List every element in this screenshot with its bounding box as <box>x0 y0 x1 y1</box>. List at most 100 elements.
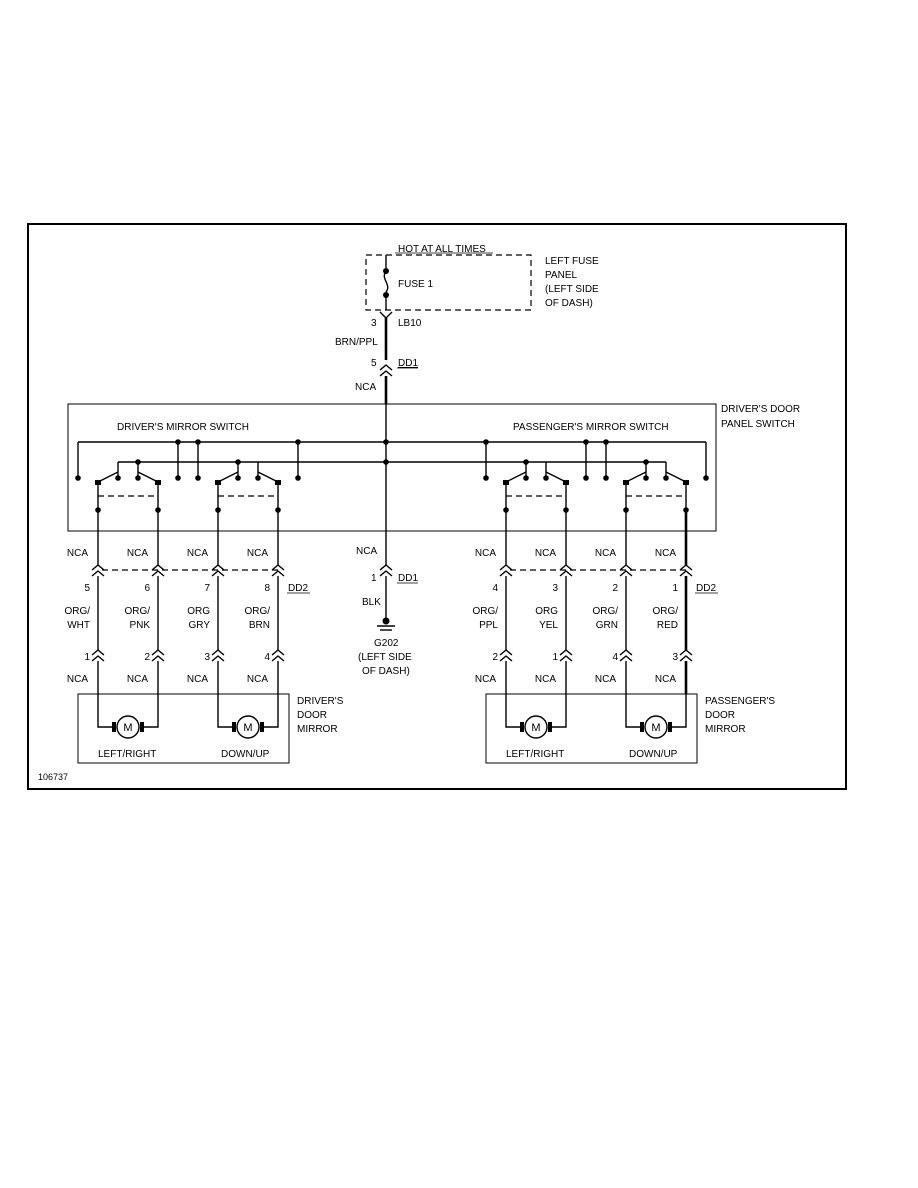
driver-wire-4-color-1: ORG/ <box>244 606 270 617</box>
driver-dd2-connector-icon-4 <box>271 564 285 577</box>
driver-wire-4-nca-bottom: NCA <box>247 674 268 685</box>
passenger-mirror-title-2: DOOR <box>705 710 735 721</box>
passenger-wire-1-nca-bottom: NCA <box>475 674 496 685</box>
passenger-wire-2-mirror-pin: 1 <box>552 652 558 663</box>
passenger-wire-4-mirror-pin: 3 <box>672 652 678 663</box>
figure-id: 106737 <box>38 772 68 782</box>
driver-wire-2-dd2-pin: 6 <box>144 583 150 594</box>
lb10-pin: 3 <box>371 318 377 329</box>
passenger-wire-1-dd2-pin: 4 <box>492 583 498 594</box>
ground-dd1-connector: DD1 <box>398 573 418 584</box>
passenger-wire-4-nca-bottom: NCA <box>655 674 676 685</box>
passenger-wire-2-color-1: ORG <box>535 606 558 617</box>
driver-wire-2-color-1: ORG/ <box>124 606 150 617</box>
ground-dd1-pin: 1 <box>371 573 377 584</box>
driver-wire-4-nca-top: NCA <box>247 548 268 559</box>
driver-dd2-connector-icon-2 <box>151 564 165 577</box>
svg-text:M: M <box>123 722 132 734</box>
dd1-connector: DD1 <box>398 358 418 369</box>
ground-dd1-connector-icon <box>379 564 393 577</box>
fuse-panel-line-4: OF DASH) <box>545 298 593 309</box>
driver-wire-1-color-2: WHT <box>67 620 90 631</box>
fuse-panel-line-1: LEFT FUSE <box>545 256 599 267</box>
panel-title-line-1: DRIVER'S DOOR <box>721 404 800 415</box>
driver-dd2-connector-icon-1 <box>91 564 105 577</box>
passenger-wire-2-dd2-pin: 3 <box>552 583 558 594</box>
driver-down-up-motor-icon: M <box>217 694 279 739</box>
passenger-motor-right-label: DOWN/UP <box>629 749 678 760</box>
passenger-wire-3-mirror-pin: 4 <box>612 652 618 663</box>
fuse-label: FUSE 1 <box>398 279 433 290</box>
driver-wire-3-nca-bottom: NCA <box>187 674 208 685</box>
hot-at-all-times-label: HOT AT ALL TIMES <box>398 244 486 255</box>
passenger-wire-2-nca-bottom: NCA <box>535 674 556 685</box>
driver-switch-contacts <box>95 471 281 497</box>
passenger-wire-3-color-1: ORG/ <box>592 606 618 617</box>
passenger-motor-left-label: LEFT/RIGHT <box>506 749 564 760</box>
fuse-panel-line-2: PANEL <box>545 270 577 281</box>
driver-wire-2-color-2: PNK <box>129 620 150 631</box>
passenger-left-right-motor-icon: M <box>505 694 567 739</box>
ground-label-3: OF DASH) <box>362 666 410 677</box>
passenger-mirror-title-3: MIRROR <box>705 724 746 735</box>
passenger-down-up-motor-icon: M <box>625 694 687 739</box>
feed-wire-color: BRN/PPL <box>335 337 378 348</box>
lb10-connector: LB10 <box>398 318 422 329</box>
driver-dd2-connector-icon-3 <box>211 564 225 577</box>
lb10-connector-icon <box>379 311 393 319</box>
passenger-wire-4-color-2: RED <box>657 620 678 631</box>
passenger-dd2-connector-icon-3 <box>619 564 633 577</box>
driver-wire-1-nca-bottom: NCA <box>67 674 88 685</box>
passenger-mirror-box <box>485 693 698 764</box>
driver-wire-1-dd2-pin: 5 <box>84 583 90 594</box>
driver-wire-3-dd2-pin: 7 <box>204 583 210 594</box>
passenger-mirror-connector-icon-2 <box>559 649 573 662</box>
passenger-wire-1-color-2: PPL <box>479 620 498 631</box>
fuse-panel-line-3: (LEFT SIDE <box>545 284 599 295</box>
passenger-wire-4-nca-top: NCA <box>655 548 676 559</box>
driver-motor-left-label: LEFT/RIGHT <box>98 749 156 760</box>
driver-wire-2-nca-top: NCA <box>127 548 148 559</box>
feed-nca: NCA <box>355 382 376 393</box>
ground-label-1: G202 <box>374 638 399 649</box>
fuse-panel-box <box>365 254 532 311</box>
driver-wire-2-mirror-pin: 2 <box>144 652 150 663</box>
passenger-dd2-connector: DD2 <box>696 583 716 594</box>
driver-wire-3-color-1: ORG <box>187 606 210 617</box>
door-panel-switch-box <box>67 403 717 532</box>
passenger-dd2-connector-icon-1 <box>499 564 513 577</box>
driver-wire-1-nca-top: NCA <box>67 548 88 559</box>
passenger-mirror-connector-icon-4 <box>679 649 693 662</box>
driver-dd2-connector: DD2 <box>288 583 308 594</box>
passenger-wire-4-color-1: ORG/ <box>652 606 678 617</box>
driver-mirror-title-1: DRIVER'S <box>297 696 344 707</box>
driver-wire-4-mirror-pin: 4 <box>264 652 270 663</box>
driver-mirror-title-2: DOOR <box>297 710 327 721</box>
driver-wire-1-mirror-pin: 1 <box>84 652 90 663</box>
driver-mirror-connector-icon-4 <box>271 649 285 662</box>
driver-mirror-connector-icon-3 <box>211 649 225 662</box>
ground-wire-color: BLK <box>362 597 381 608</box>
driver-wire-3-nca-top: NCA <box>187 548 208 559</box>
passenger-dd2-connector-icon-2 <box>559 564 573 577</box>
dd1-connector-icon <box>379 364 393 377</box>
diagram-frame <box>27 223 847 790</box>
svg-text:M: M <box>243 722 252 734</box>
svg-text:M: M <box>651 722 660 734</box>
driver-mirror-connector-icon-1 <box>91 649 105 662</box>
driver-wire-2-nca-bottom: NCA <box>127 674 148 685</box>
passenger-mirror-title-1: PASSENGER'S <box>705 696 775 707</box>
passenger-wire-1-nca-top: NCA <box>475 548 496 559</box>
fuse-icon <box>383 255 389 310</box>
driver-wire-3-color-2: GRY <box>189 620 211 631</box>
driver-motor-right-label: DOWN/UP <box>221 749 270 760</box>
passenger-wire-2-nca-top: NCA <box>535 548 556 559</box>
driver-switch-label: DRIVER'S MIRROR SWITCH <box>117 422 249 433</box>
passenger-switch-label: PASSENGER'S MIRROR SWITCH <box>513 422 669 433</box>
driver-mirror-connector-icon-2 <box>151 649 165 662</box>
driver-wire-4-color-2: BRN <box>249 620 270 631</box>
passenger-mirror-connector-icon-3 <box>619 649 633 662</box>
passenger-wire-4-dd2-pin: 1 <box>672 583 678 594</box>
ground-label-2: (LEFT SIDE <box>358 652 412 663</box>
